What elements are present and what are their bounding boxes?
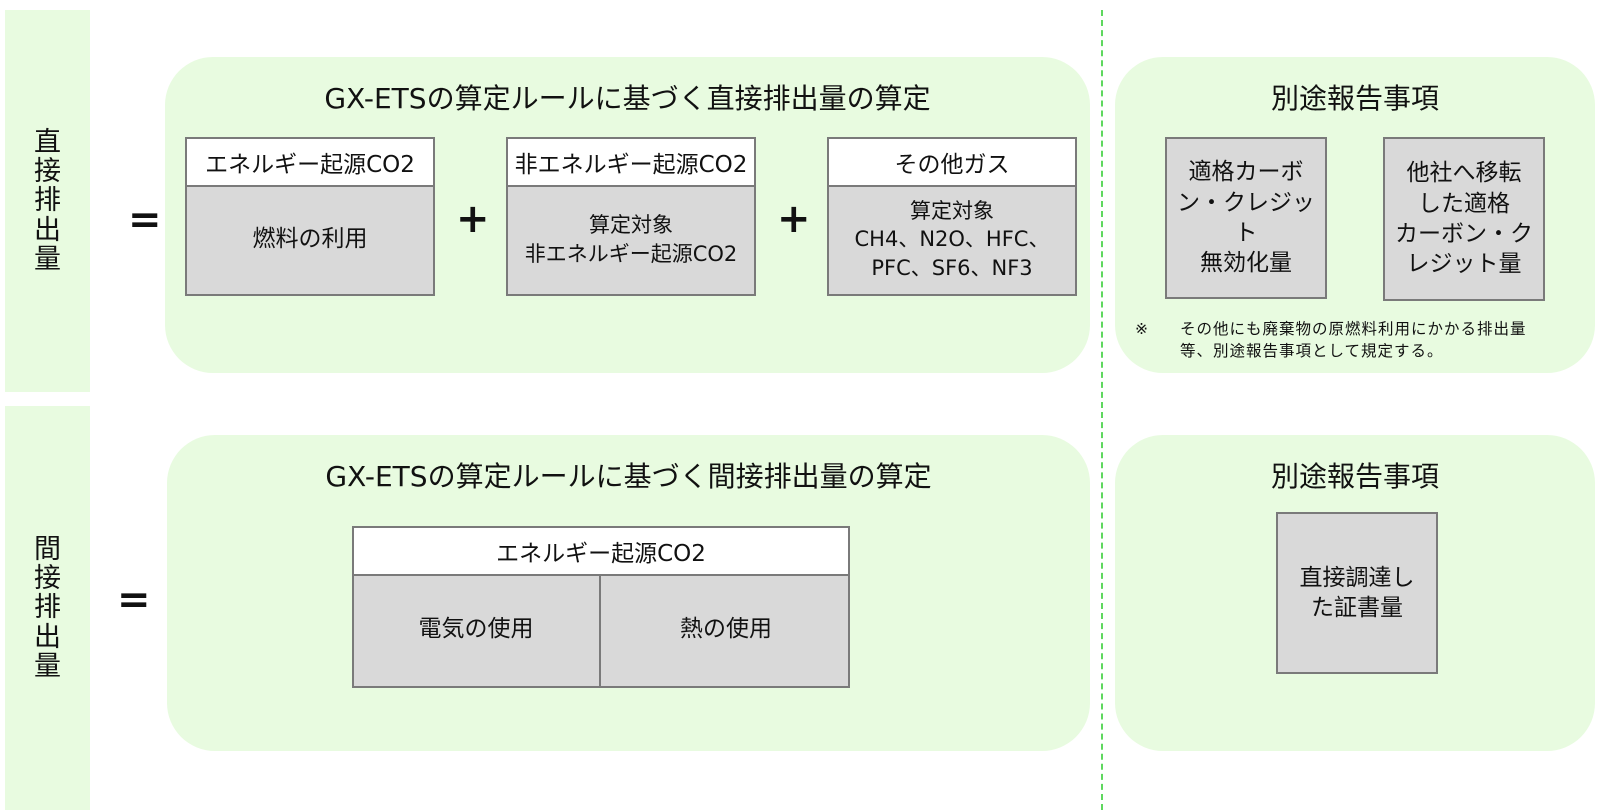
label-char: 量	[34, 243, 61, 275]
box-line: 無効化量	[1200, 250, 1292, 277]
label-char: 直	[34, 127, 61, 159]
plus-sign: +	[777, 196, 811, 242]
label-char: 接	[34, 156, 61, 188]
label-char: 接	[34, 563, 61, 595]
box-line: 適格カーボ	[1188, 159, 1304, 186]
box-line: レジット量	[1406, 251, 1522, 278]
box-header: エネルギー起源CO2	[187, 139, 433, 187]
box-line: 算定対象	[910, 198, 994, 223]
transferred-carbon-credit-box: 他社へ移転 した適格 カーボン・ク レジット量	[1383, 137, 1545, 301]
box-line: た証書量	[1311, 595, 1403, 621]
box-line: カーボン・ク	[1395, 221, 1533, 247]
label-char: 間	[34, 534, 61, 566]
label-char: 出	[34, 621, 61, 653]
carbon-credit-invalidation-box: 適格カーボ ン・クレジット 無効化量	[1165, 137, 1327, 299]
box-line: 他社へ移転	[1406, 160, 1522, 187]
box-header: 非エネルギー起源CO2	[508, 139, 754, 187]
direct-emissions-label: 直 接 排 出 量	[5, 10, 90, 392]
cell-label: 電気の使用	[418, 616, 534, 643]
box-line: 直接調達し	[1299, 564, 1415, 591]
energy-co2-box: エネルギー起源CO2 燃料の利用	[185, 137, 435, 296]
box-line: した適格	[1418, 190, 1510, 217]
label-char: 量	[34, 650, 61, 682]
box-body: 燃料の利用	[187, 185, 433, 294]
label-char: 排	[34, 185, 61, 217]
footnote-line: その他にも廃棄物の原燃料利用にかかる排出量	[1180, 320, 1527, 338]
indirect-panel-title: GX-ETSの算定ルールに基づく間接排出量の算定	[325, 460, 932, 493]
footnote-line: 等、別途報告事項として規定する。	[1180, 342, 1444, 361]
section-divider	[1101, 10, 1103, 810]
other-gases-box: その他ガス 算定対象 CH4、N2O、HFC、 PFC、SF6、NF3	[827, 137, 1077, 296]
non-energy-co2-box: 非エネルギー起源CO2 算定対象 非エネルギー起源CO2	[506, 137, 756, 296]
electricity-use-cell: 電気の使用	[354, 574, 598, 686]
footnote-mark: ※	[1135, 320, 1149, 338]
label-char: 排	[34, 592, 61, 624]
plus-sign: +	[456, 196, 490, 242]
box-line: 非エネルギー起源CO2	[524, 241, 738, 266]
indirect-emissions-label: 間 接 排 出 量	[5, 406, 90, 810]
box-line: 燃料の利用	[252, 225, 368, 252]
direct-procured-certificates-box: 直接調達し た証書量	[1276, 512, 1438, 674]
direct-panel-title: GX-ETSの算定ルールに基づく直接排出量の算定	[324, 82, 931, 115]
box-line: CH4、N2O、HFC、	[854, 227, 1050, 252]
box-body: 算定対象 非エネルギー起源CO2	[508, 185, 754, 294]
label-char: 出	[34, 214, 61, 246]
box-header: その他ガス	[829, 139, 1075, 187]
indirect-energy-co2-box: エネルギー起源CO2 電気の使用 熱の使用	[352, 526, 850, 688]
box-body: 算定対象 CH4、N2O、HFC、 PFC、SF6、NF3	[829, 185, 1075, 294]
heat-use-cell: 熱の使用	[604, 574, 848, 686]
direct-equals-sign: =	[128, 197, 162, 243]
indirect-equals-sign: =	[117, 577, 151, 623]
box-line: PFC、SF6、NF3	[871, 255, 1033, 280]
cell-divider	[599, 574, 601, 686]
report-footnote: ※ その他にも廃棄物の原燃料利用にかかる排出量 等、別途報告事項として規定する。	[1135, 318, 1590, 363]
box-line: 算定対象	[589, 213, 673, 238]
box-line: ン・クレジット	[1177, 189, 1315, 246]
box-header: エネルギー起源CO2	[354, 528, 848, 576]
indirect-report-title: 別途報告事項	[1270, 460, 1439, 493]
cell-label: 熱の使用	[680, 616, 772, 643]
direct-report-title: 別途報告事項	[1270, 82, 1439, 115]
